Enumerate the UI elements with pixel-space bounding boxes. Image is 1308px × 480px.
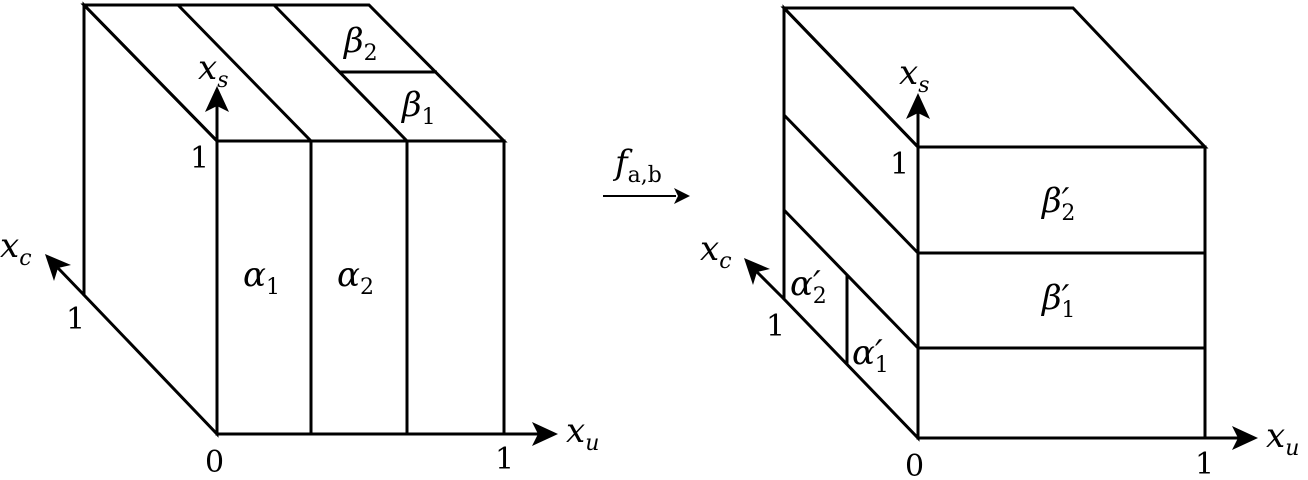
left-xc-axis-label: xc bbox=[0, 226, 32, 271]
right-top-face bbox=[780, 6, 1209, 149]
right-xc-axis-label: xc bbox=[700, 229, 732, 274]
right-xu-one-label: 1 bbox=[1195, 447, 1214, 480]
left-xs-one-label: 1 bbox=[190, 141, 209, 176]
left-beta2-label: β2 bbox=[342, 21, 378, 66]
left-xc-one-label: 1 bbox=[66, 302, 85, 337]
right-xs-one-label: 1 bbox=[890, 147, 909, 182]
left-origin-label: 0 bbox=[205, 445, 224, 480]
left-xu-one-label: 1 bbox=[495, 442, 514, 477]
right-side-divider-1 bbox=[782, 113, 920, 255]
left-xu-axis-label: xu bbox=[566, 411, 599, 456]
left-xs-axis-label: xs bbox=[198, 48, 228, 93]
right-beta1p-label: β′1 bbox=[1040, 278, 1075, 323]
right-alpha1p-label: α′1 bbox=[852, 333, 889, 378]
left-top-divider-1 bbox=[176, 3, 313, 143]
map-arrow bbox=[603, 188, 690, 204]
right-cube bbox=[744, 4, 1258, 450]
left-xu-arrowhead bbox=[532, 422, 558, 446]
right-xs-arrowhead bbox=[906, 93, 930, 119]
right-beta2p-label: β′2 bbox=[1040, 181, 1075, 226]
right-xc-axis bbox=[755, 270, 786, 301]
left-beta1-label: β1 bbox=[400, 85, 436, 130]
left-xs-arrowhead bbox=[205, 86, 229, 112]
map-arrowhead bbox=[674, 188, 690, 204]
right-xu-arrowhead bbox=[1232, 426, 1258, 450]
left-alpha1-label: α1 bbox=[243, 255, 280, 300]
left-alpha2-label: α2 bbox=[337, 255, 374, 300]
right-xc-one-label: 1 bbox=[766, 309, 785, 344]
right-xu-axis-label: xu bbox=[1266, 416, 1299, 461]
right-side-face bbox=[782, 4, 920, 442]
right-origin-label: 0 bbox=[905, 449, 924, 480]
left-xc-arrowhead bbox=[45, 254, 71, 281]
right-alpha2p-label: α′2 bbox=[790, 264, 827, 309]
left-cube bbox=[45, 1, 558, 446]
left-xc-axis bbox=[56, 266, 86, 297]
right-side-divider-2 bbox=[782, 208, 920, 350]
right-xs-axis-label: xs bbox=[899, 53, 929, 98]
map-label: fa,b bbox=[612, 143, 662, 188]
right-xc-arrowhead bbox=[744, 258, 770, 285]
